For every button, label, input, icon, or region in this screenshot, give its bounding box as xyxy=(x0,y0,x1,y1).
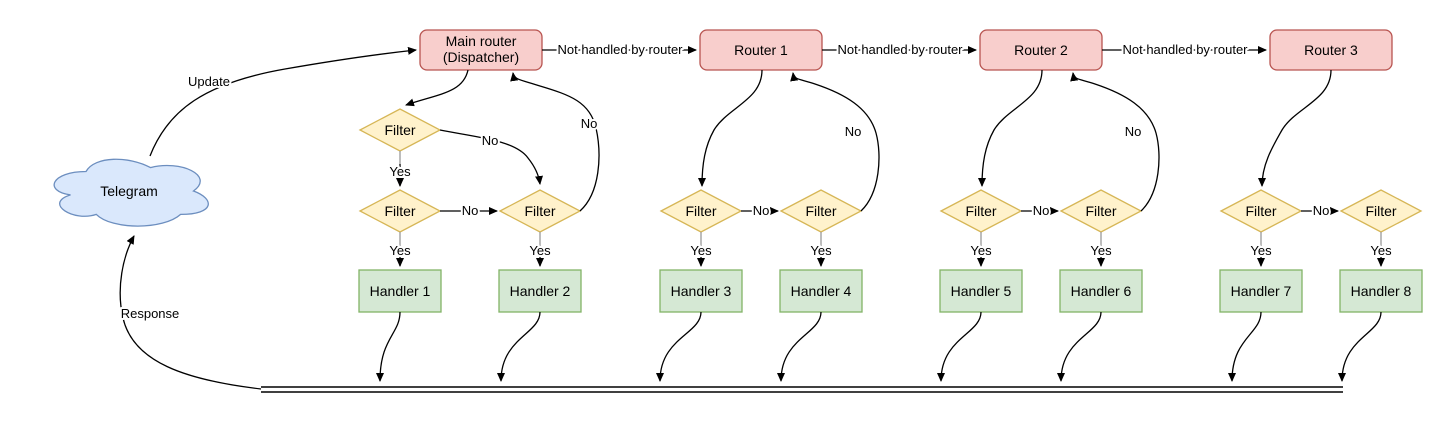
router-2-label: Router 2 xyxy=(1014,42,1068,58)
edge-router3-to-filter xyxy=(1258,69,1332,187)
edge-handler-3-drop xyxy=(656,311,702,382)
handler-5-label: Handler 5 xyxy=(951,283,1012,299)
label-response: Response xyxy=(121,306,180,321)
filter-router1-left-label: Filter xyxy=(685,203,716,219)
edge-response xyxy=(119,235,262,390)
edge-loop-to-router1 xyxy=(790,72,880,212)
handler-8-node xyxy=(1339,269,1423,313)
handler-7-node xyxy=(1219,269,1303,313)
label-not-handled-2: Not handled by router xyxy=(837,42,963,57)
handler-3-node xyxy=(659,269,743,313)
main-router-label-line2: (Dispatcher) xyxy=(443,49,519,65)
filter-router2-left-label: Filter xyxy=(965,203,996,219)
label-no-row-main: No xyxy=(462,203,479,218)
handler-6-node xyxy=(1059,269,1143,313)
filter-router3-left-label: Filter xyxy=(1245,203,1276,219)
edge-top-filter-no xyxy=(439,129,543,185)
handler-1-node xyxy=(358,269,442,313)
edge-update xyxy=(149,46,417,157)
label-yes-h3: Yes xyxy=(690,243,712,258)
label-yes-top: Yes xyxy=(389,164,411,179)
filter-main-right-label: Filter xyxy=(524,203,555,219)
label-yes-h1: Yes xyxy=(389,243,411,258)
handler-8-label: Handler 8 xyxy=(1351,283,1412,299)
label-yes-h6: Yes xyxy=(1090,243,1112,258)
handler-2-label: Handler 2 xyxy=(510,283,571,299)
label-no-row-router1: No xyxy=(753,203,770,218)
label-yes-h5: Yes xyxy=(970,243,992,258)
label-no-loop-router1: No xyxy=(845,124,862,139)
main-router-label-line1: Main router xyxy=(446,33,517,49)
handler-2-node xyxy=(498,269,582,313)
label-not-handled-1: Not handled by router xyxy=(557,42,683,57)
label-yes-h7: Yes xyxy=(1250,243,1272,258)
label-yes-h8: Yes xyxy=(1370,243,1392,258)
edge-handler-1-drop xyxy=(376,311,401,382)
edge-handler-5-drop xyxy=(937,311,982,382)
label-update: Update xyxy=(188,74,230,89)
filter-router3-right xyxy=(1339,189,1423,233)
edge-router2-to-filter xyxy=(978,69,1043,187)
edge-loop-to-main-router xyxy=(510,72,600,212)
label-no-top-filter: No xyxy=(482,133,499,148)
router-1-label: Router 1 xyxy=(734,42,788,58)
handler-7-label: Handler 7 xyxy=(1231,283,1292,299)
label-no-loop-main: No xyxy=(581,116,598,131)
label-no-row-router2: No xyxy=(1033,203,1050,218)
edge-handler-8-drop xyxy=(1338,311,1382,382)
label-yes-h2: Yes xyxy=(529,243,551,258)
label-yes-h4: Yes xyxy=(810,243,832,258)
edge-handler-4-drop xyxy=(777,311,822,382)
edge-handler-2-drop xyxy=(497,311,541,382)
router-3-label: Router 3 xyxy=(1304,42,1358,58)
edge-handler-6-drop xyxy=(1057,311,1102,382)
filter-router1-right-label: Filter xyxy=(805,203,836,219)
label-not-handled-3: Not handled by router xyxy=(1122,42,1248,57)
filter-main-left-label: Filter xyxy=(384,203,415,219)
label-no-loop-router2: No xyxy=(1125,124,1142,139)
telegram-cloud xyxy=(53,158,209,227)
edge-router1-to-filter xyxy=(698,69,763,187)
filter-main-top-label: Filter xyxy=(384,122,415,138)
handler-4-label: Handler 4 xyxy=(791,283,852,299)
handler-3-label: Handler 3 xyxy=(671,283,732,299)
filter-router3-right-label: Filter xyxy=(1365,203,1396,219)
handler-4-node xyxy=(779,269,863,313)
edge-loop-to-router2 xyxy=(1070,72,1160,212)
handler-1-label: Handler 1 xyxy=(370,283,431,299)
filter-router2-right-label: Filter xyxy=(1085,203,1116,219)
label-no-row-router3: No xyxy=(1313,203,1330,218)
edge-handler-7-drop xyxy=(1228,311,1262,382)
edge-main-to-top-filter xyxy=(405,69,469,107)
handler-6-label: Handler 6 xyxy=(1071,283,1132,299)
telegram-cloud-label: Telegram xyxy=(100,183,158,199)
